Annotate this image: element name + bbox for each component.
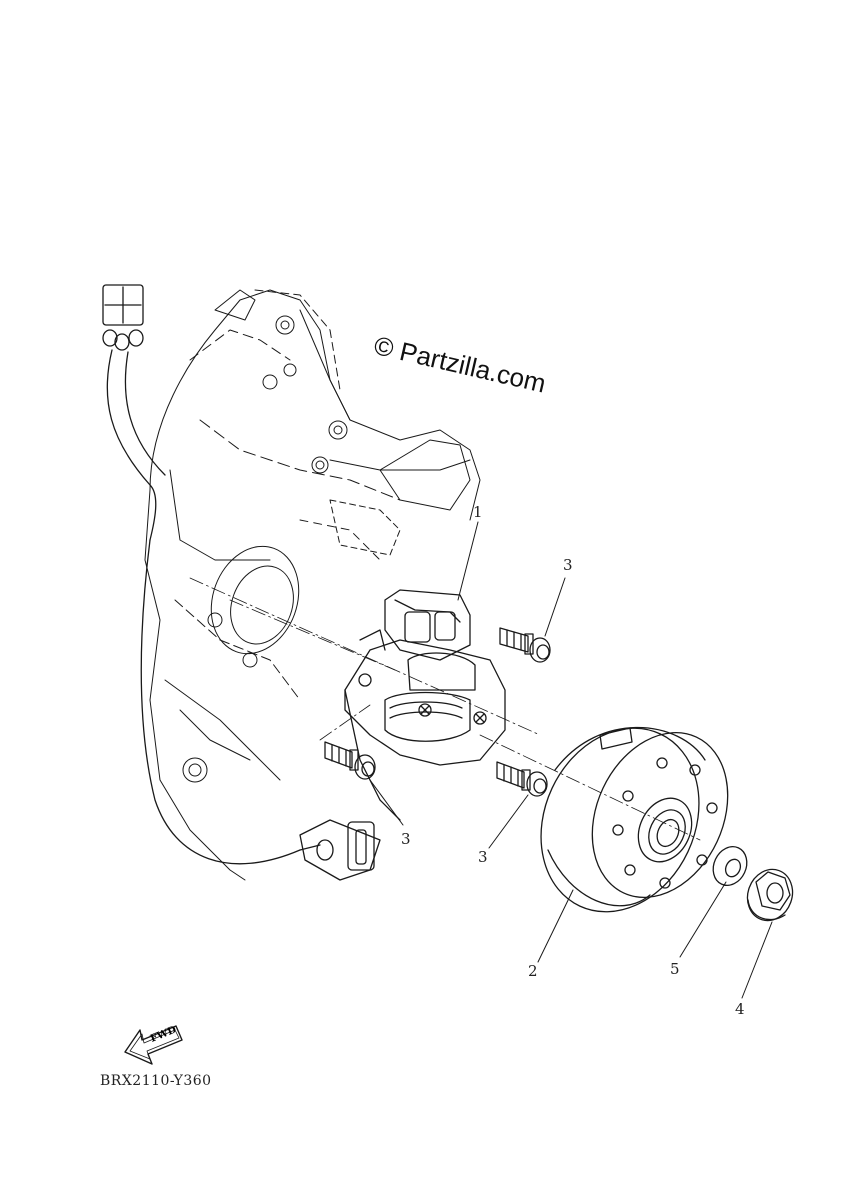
flange-nut <box>746 868 794 922</box>
assembly-centerlines <box>189 577 701 841</box>
callout-rotor: 2 <box>528 962 538 980</box>
callout-bolt-left: 3 <box>401 830 411 848</box>
wire-harness <box>102 284 321 865</box>
leader-lines <box>369 521 773 999</box>
stator-assembly <box>344 589 506 821</box>
callout-bolt-right: 3 <box>478 848 488 866</box>
callout-washer: 5 <box>670 960 680 978</box>
bolt-right <box>496 761 548 797</box>
callout-bolt-top: 3 <box>563 556 573 574</box>
callout-nut: 4 <box>735 1000 745 1018</box>
bolt-top <box>499 627 551 663</box>
rotor-flywheel <box>540 727 729 913</box>
washer <box>712 846 748 886</box>
pickup-grommet <box>299 819 381 881</box>
callout-stator: 1 <box>473 503 483 521</box>
fwd-arrow <box>124 1025 183 1065</box>
bolt-left <box>324 741 376 780</box>
crankcase-cover <box>144 289 481 881</box>
drawing-code: BRX2110-Y360 <box>100 1073 212 1089</box>
